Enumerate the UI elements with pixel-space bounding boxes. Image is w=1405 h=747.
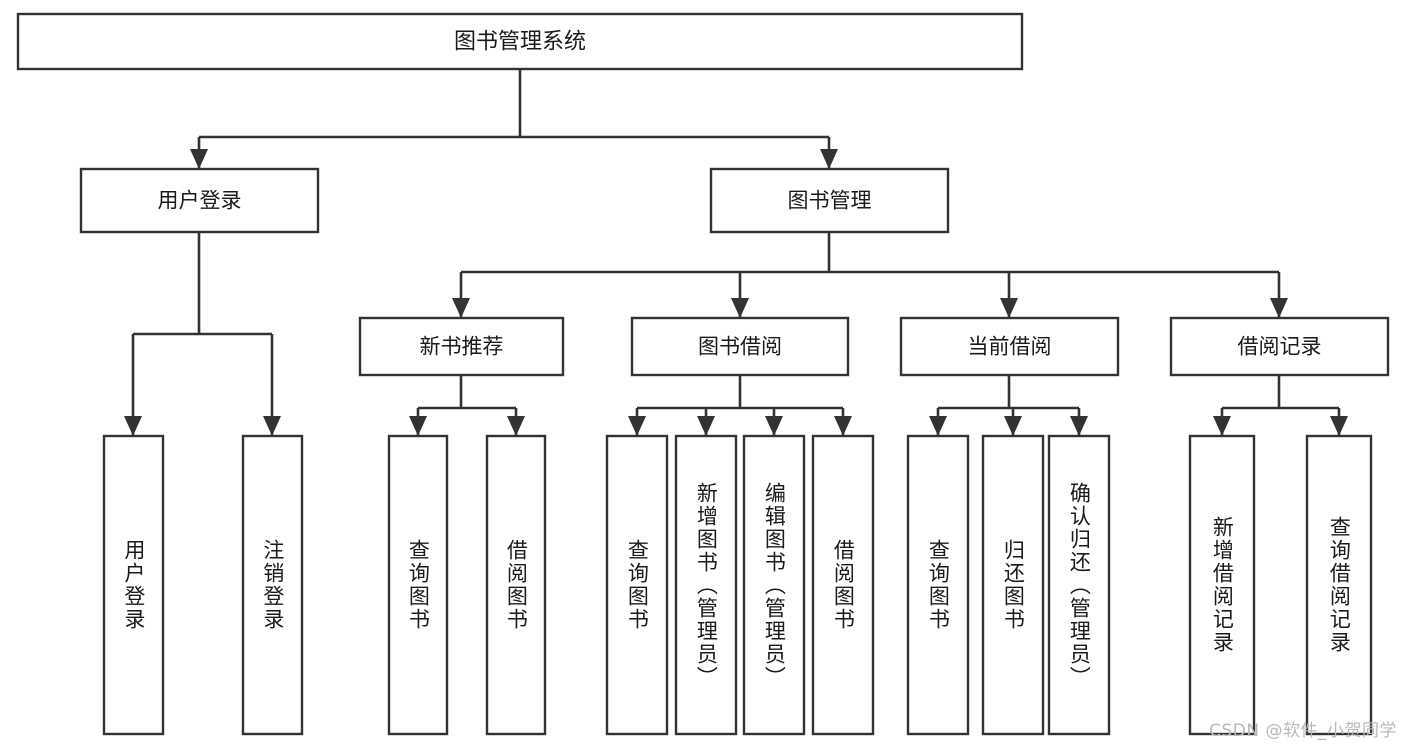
node-box-leaf-edit-book[interactable]: [742, 434, 806, 736]
node-label-book-borrow: 图书借阅: [698, 335, 782, 359]
node-box-new-book-recommend[interactable]: [358, 316, 565, 377]
node-box-leaf-borrow-book-1[interactable]: [485, 434, 547, 736]
arrow-bus-book-borrow-0: [628, 416, 646, 436]
arrow-bus-book-borrow-2: [765, 416, 783, 436]
arrow-bus-user-login-0: [124, 416, 142, 436]
node-label-user-login: 用户登录: [158, 189, 242, 213]
arrow-bus-root-0: [190, 149, 208, 169]
node-box-leaf-query-borrow-record[interactable]: [1305, 434, 1373, 736]
node-box-leaf-add-book[interactable]: [674, 434, 738, 736]
node-box-leaf-confirm-return[interactable]: [1047, 434, 1111, 736]
node-box-user-login[interactable]: [79, 167, 320, 234]
node-box-borrow-record[interactable]: [1169, 316, 1390, 377]
arrow-bus-book-manage-3: [1270, 298, 1288, 318]
arrow-bus-book-borrow-3: [834, 416, 852, 436]
node-label-root: 图书管理系统: [454, 30, 586, 55]
arrow-bus-book-manage-0: [452, 298, 470, 318]
watermark-text: CSDN @软件_小贺同学: [1209, 721, 1397, 741]
arrow-bus-current-borrow-0: [929, 416, 947, 436]
node-box-leaf-user-login[interactable]: [102, 434, 165, 736]
node-box-leaf-query-book-2[interactable]: [605, 434, 669, 736]
box-layer: [16, 12, 1390, 736]
arrow-bus-book-borrow-1: [697, 416, 715, 436]
arrow-bus-current-borrow-2: [1070, 416, 1088, 436]
arrow-bus-current-borrow-1: [1004, 416, 1022, 436]
connector-layer: [124, 69, 1348, 436]
arrow-bus-borrow-record-0: [1213, 416, 1231, 436]
arrow-bus-borrow-record-1: [1330, 416, 1348, 436]
node-box-book-borrow[interactable]: [630, 316, 850, 377]
node-box-current-borrow[interactable]: [899, 316, 1120, 377]
node-box-leaf-query-book-3[interactable]: [906, 434, 970, 736]
node-box-leaf-query-book-1[interactable]: [387, 434, 449, 736]
node-label-new-book-recommend: 新书推荐: [420, 335, 504, 359]
node-box-leaf-logout-login[interactable]: [241, 434, 304, 736]
node-label-borrow-record: 借阅记录: [1238, 335, 1322, 359]
node-label-current-borrow: 当前借阅: [968, 335, 1052, 359]
node-box-leaf-add-borrow-record[interactable]: [1188, 434, 1256, 736]
node-box-book-manage[interactable]: [709, 167, 950, 234]
arrow-bus-book-manage-1: [731, 298, 749, 318]
arrow-bus-book-manage-2: [1000, 298, 1018, 318]
arrow-bus-root-1: [820, 149, 838, 169]
node-label-book-manage: 图书管理: [788, 189, 872, 213]
node-box-leaf-return-book[interactable]: [981, 434, 1045, 736]
arrow-bus-new-book-1: [507, 416, 525, 436]
arrow-bus-user-login-1: [263, 416, 281, 436]
node-box-leaf-borrow-book-2[interactable]: [811, 434, 875, 736]
arrow-bus-new-book-0: [409, 416, 427, 436]
node-box-root[interactable]: [16, 12, 1024, 71]
